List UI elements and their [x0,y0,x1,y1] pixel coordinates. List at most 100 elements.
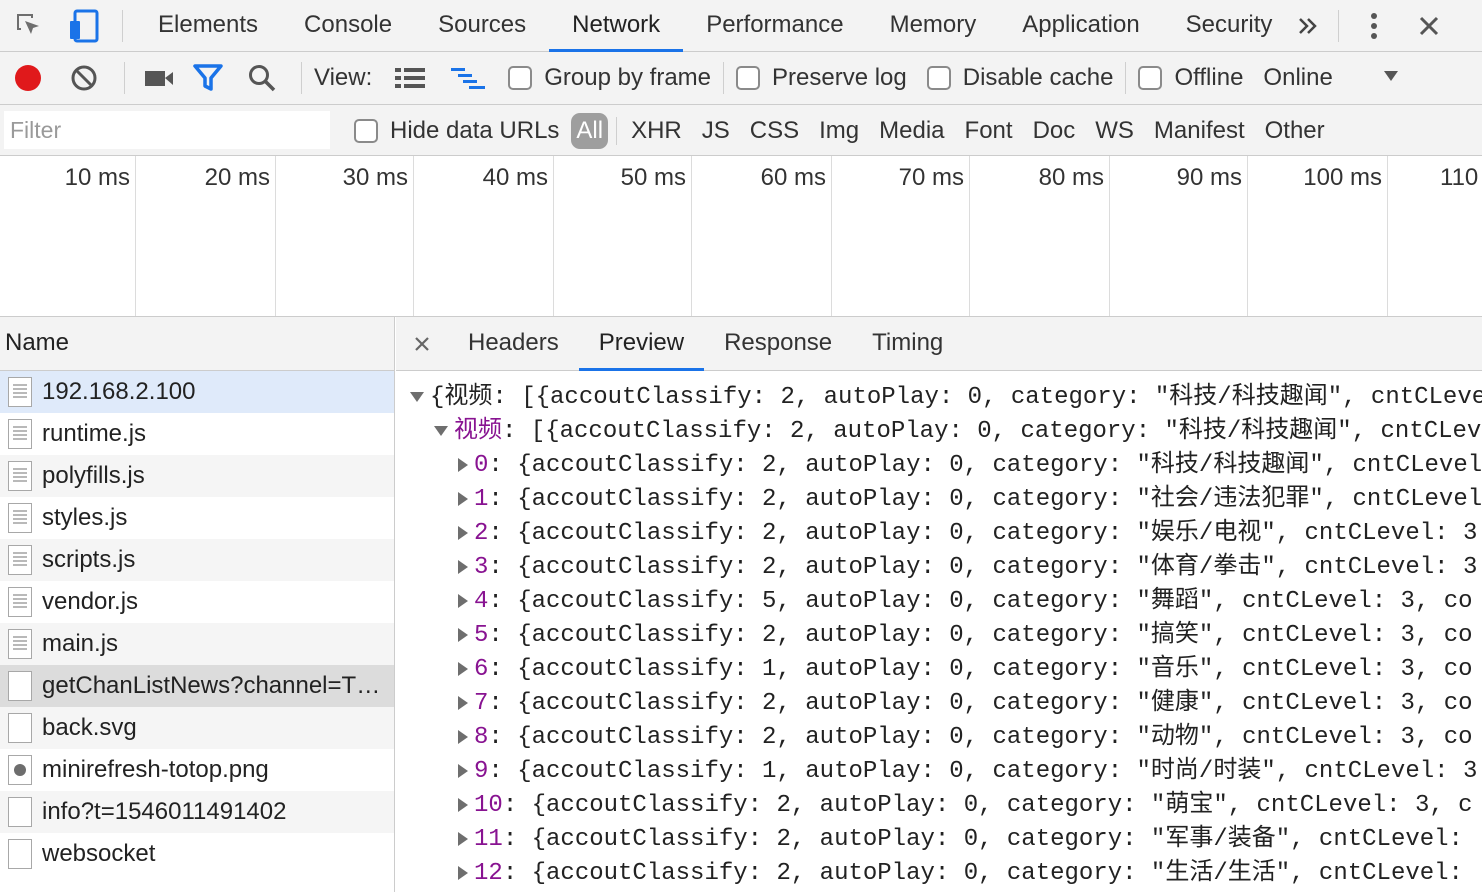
type-filter-ws[interactable]: WS [1095,116,1134,144]
json-key-line[interactable]: 视频: [{accoutClassify: 2, autoPlay: 0, ca… [396,415,1482,449]
request-name: runtime.js [42,420,147,447]
xhr-file-icon [8,797,32,827]
json-item-line[interactable]: 10: {accoutClassify: 2, autoPlay: 0, cat… [396,789,1482,823]
request-row[interactable]: 192.168.2.100 [0,371,394,413]
json-item-line[interactable]: 9: {accoutClassify: 1, autoPlay: 0, cate… [396,755,1482,789]
collapsed-triangle-icon[interactable] [458,695,468,710]
search-icon[interactable] [235,52,289,104]
request-row[interactable]: back.svg [0,707,394,749]
type-filter-font[interactable]: Font [964,116,1013,144]
json-item-line[interactable]: 5: {accoutClassify: 2, autoPlay: 0, cate… [396,619,1482,653]
json-index: 3 [474,554,489,581]
collapsed-triangle-icon[interactable] [458,661,468,676]
timeline-overview[interactable]: 10 ms 20 ms 30 ms 40 ms 50 ms 60 ms 70 m… [0,156,1482,317]
request-row[interactable]: styles.js [0,497,394,539]
checkbox-box[interactable] [354,118,378,143]
type-filter-css[interactable]: CSS [749,116,800,144]
type-filter-js[interactable]: JS [701,116,730,144]
close-devtools-icon[interactable] [1401,0,1457,51]
collapsed-triangle-icon[interactable] [458,593,468,608]
json-item-line[interactable]: 8: {accoutClassify: 2, autoPlay: 0, cate… [396,721,1482,755]
request-row[interactable]: scripts.js [0,539,394,581]
type-filter-manifest[interactable]: Manifest [1153,116,1245,144]
filter-input[interactable] [4,111,330,149]
request-name: getChanListNews?channel=T… [42,672,381,699]
hide-data-urls-checkbox[interactable]: Hide data URLs [354,117,559,145]
request-row[interactable]: runtime.js [0,413,394,455]
json-item-line[interactable]: 0: {accoutClassify: 2, autoPlay: 0, cate… [396,449,1482,483]
tab-network[interactable]: Network [549,0,684,52]
type-filter-img[interactable]: Img [819,116,860,144]
capture-screenshots-icon[interactable] [137,52,181,104]
tab-performance[interactable]: Performance [706,10,844,38]
json-item-line[interactable]: 7: {accoutClassify: 2, autoPlay: 0, cate… [396,687,1482,721]
tab-security[interactable]: Security [1185,10,1273,38]
timeline-tick: 70 ms [832,156,970,316]
close-detail-icon[interactable] [396,317,448,371]
request-row[interactable]: minirefresh-totop.png [0,749,394,791]
type-filter-all[interactable]: All [571,112,609,149]
checkbox-box[interactable] [736,66,760,90]
inspect-element-icon[interactable] [0,0,58,51]
more-tabs-chevron-icon[interactable] [1286,0,1330,51]
tab-preview[interactable]: Preview [578,317,705,371]
disable-cache-checkbox[interactable]: Disable cache [926,64,1113,92]
json-item-line[interactable]: 4: {accoutClassify: 5, autoPlay: 0, cate… [396,585,1482,619]
device-toolbar-icon[interactable] [58,0,110,51]
collapsed-triangle-icon[interactable] [458,525,468,540]
large-rows-list-icon[interactable] [394,52,426,104]
expanded-triangle-icon[interactable] [434,425,448,436]
json-index: 5 [474,622,489,649]
json-item-line[interactable]: 12: {accoutClassify: 2, autoPlay: 0, cat… [396,857,1482,891]
expanded-triangle-icon[interactable] [410,391,424,402]
request-row[interactable]: websocket [0,833,394,875]
throttling-select[interactable]: Online [1263,64,1398,92]
waterfall-overview-icon[interactable] [450,52,486,104]
preserve-log-checkbox[interactable]: Preserve log [736,64,907,92]
tab-timing[interactable]: Timing [872,328,944,356]
json-item-line[interactable]: 6: {accoutClassify: 1, autoPlay: 0, cate… [396,653,1482,687]
clear-icon[interactable] [56,52,112,104]
group-by-frame-checkbox[interactable]: Group by frame [508,64,711,92]
collapsed-triangle-icon[interactable] [458,457,468,472]
collapsed-triangle-icon[interactable] [458,797,468,812]
name-column-header[interactable]: Name [0,317,394,371]
request-row[interactable]: vendor.js [0,581,394,623]
collapsed-triangle-icon[interactable] [458,729,468,744]
tick-label: 50 ms [620,164,686,191]
json-root-line[interactable]: {视频: [{accoutClassify: 2, autoPlay: 0, c… [396,381,1482,415]
request-row[interactable]: polyfills.js [0,455,394,497]
checkbox-box[interactable] [926,66,951,90]
collapsed-triangle-icon[interactable] [458,491,468,506]
type-filter-media[interactable]: Media [879,116,945,144]
collapsed-triangle-icon[interactable] [458,865,468,880]
checkbox-box[interactable] [1138,66,1163,90]
json-item-line[interactable]: 2: {accoutClassify: 2, autoPlay: 0, cate… [396,517,1482,551]
type-filter-doc[interactable]: Doc [1032,116,1076,144]
kebab-menu-icon[interactable] [1347,0,1401,51]
separator [124,62,125,94]
filter-funnel-icon[interactable] [181,52,235,104]
json-item-line[interactable]: 1: {accoutClassify: 2, autoPlay: 0, cate… [396,483,1482,517]
collapsed-triangle-icon[interactable] [458,831,468,846]
tab-elements[interactable]: Elements [158,10,259,38]
request-row[interactable]: info?t=1546011491402 [0,791,394,833]
tab-headers[interactable]: Headers [468,328,559,356]
collapsed-triangle-icon[interactable] [458,559,468,574]
tab-application[interactable]: Application [1022,10,1140,38]
type-filter-xhr[interactable]: XHR [631,116,682,144]
tab-sources[interactable]: Sources [438,10,527,38]
type-filter-other[interactable]: Other [1264,116,1325,144]
checkbox-box[interactable] [508,66,533,90]
json-item-line[interactable]: 3: {accoutClassify: 2, autoPlay: 0, cate… [396,551,1482,585]
offline-checkbox[interactable]: Offline [1138,64,1243,92]
tab-memory[interactable]: Memory [889,10,977,38]
json-item-line[interactable]: 11: {accoutClassify: 2, autoPlay: 0, cat… [396,823,1482,857]
record-icon[interactable] [0,52,56,104]
request-row[interactable]: main.js [0,623,394,665]
collapsed-triangle-icon[interactable] [458,763,468,778]
request-row[interactable]: getChanListNews?channel=T… [0,665,394,707]
collapsed-triangle-icon[interactable] [458,627,468,642]
tab-console[interactable]: Console [304,10,393,38]
tab-response[interactable]: Response [724,328,833,356]
